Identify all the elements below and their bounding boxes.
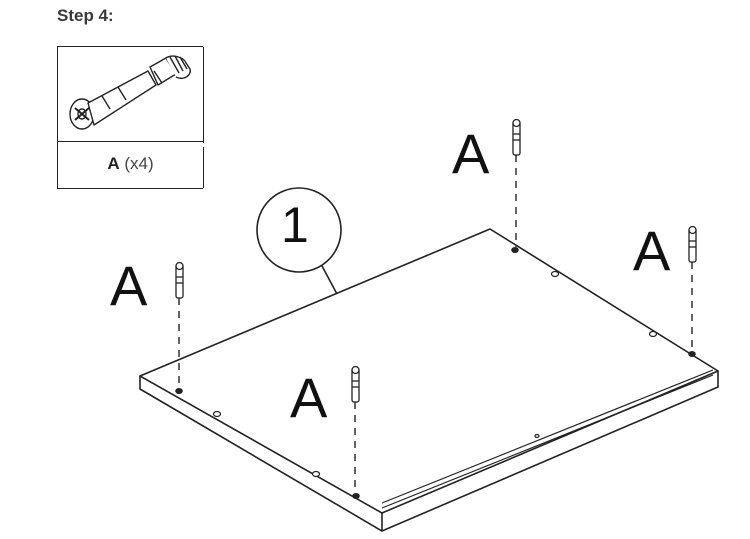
callout-a-back: A <box>452 122 490 185</box>
part-letter: A <box>107 154 120 173</box>
part-divider <box>58 141 203 142</box>
part-legend-box: A (x4) <box>57 46 204 189</box>
callout-a-left: A <box>110 254 148 317</box>
callout-a-front: A <box>290 366 328 429</box>
panel-groove <box>381 369 714 509</box>
part-quantity: (x4) <box>124 154 154 173</box>
dowel-a-front <box>351 365 360 403</box>
panel-leader-line <box>321 265 338 295</box>
step-title: Step 4: <box>57 6 114 25</box>
callout-a-right: A <box>633 219 671 282</box>
panel-right-edge <box>381 371 719 532</box>
panel-top-face <box>139 228 719 514</box>
panel-number: 1 <box>281 197 309 253</box>
dowel-a-back <box>512 118 521 156</box>
panel-front-edge <box>139 376 383 532</box>
panel-number-circle <box>256 187 342 273</box>
dowel-a-right <box>688 225 697 263</box>
part-caption: A (x4) <box>58 154 203 174</box>
cam-dowel-icon <box>69 55 191 130</box>
dowel-a-left <box>175 261 184 299</box>
